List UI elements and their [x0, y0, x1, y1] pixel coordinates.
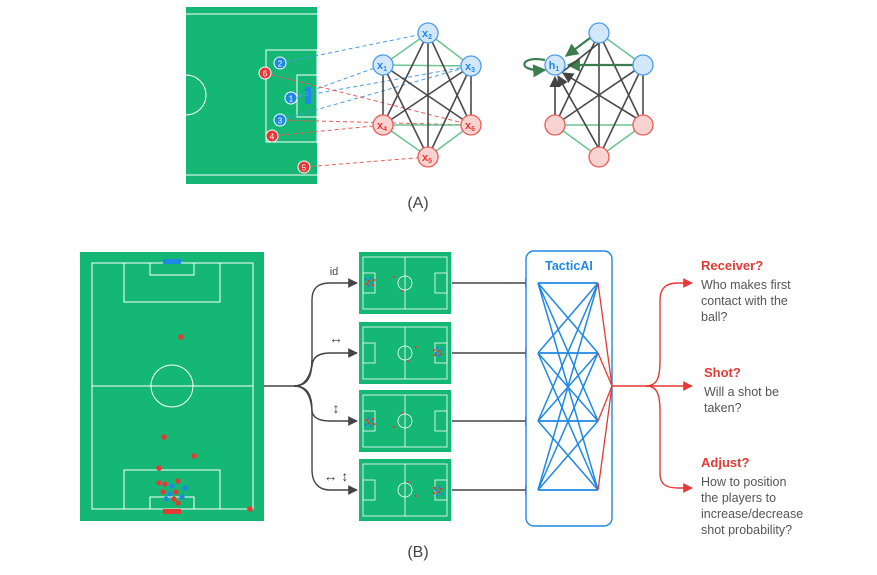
correspondence-lines	[264, 32, 472, 168]
graph-node-x3: x3	[460, 55, 482, 77]
graph-1-nodes: x2 x1 x3 x4 x6 x5	[372, 22, 482, 168]
svg-text:1: 1	[289, 95, 294, 104]
pitch-player-dots	[156, 334, 253, 512]
graph2-node	[632, 54, 654, 76]
network-output-edges	[597, 282, 613, 491]
player-token: 5	[297, 160, 311, 174]
svg-text:3: 3	[278, 117, 283, 126]
transform-label-vertical-flip: ↕	[333, 400, 340, 416]
graph2-node	[588, 146, 610, 168]
graph2-node	[544, 114, 566, 136]
pitch-players: 2 6 1 3 4 5	[258, 56, 311, 174]
transform-label-both-flips: ↔ ↕	[324, 468, 349, 484]
graph-node-h1: h1	[544, 54, 566, 76]
mini-pitch	[359, 322, 451, 384]
graph-node-x6: x6	[460, 114, 482, 136]
mini-pitch	[359, 459, 451, 521]
player-token: 3	[273, 113, 287, 127]
model-name: TacticAI	[545, 259, 593, 273]
question-description: Will a shot be taken?	[704, 385, 780, 415]
graph-2-edges	[523, 32, 644, 158]
panel-a-label: (A)	[407, 195, 428, 212]
mini-pitch	[359, 390, 451, 452]
player-token: 1	[284, 91, 298, 105]
panel-b-label: (B)	[407, 544, 428, 561]
output-branches	[612, 278, 693, 493]
player-token: 6	[258, 66, 272, 80]
svg-text:x2: x2	[422, 28, 432, 41]
svg-text:x3: x3	[465, 61, 475, 74]
transform-labels: id ↔ ↕ ↔ ↕	[324, 266, 349, 484]
svg-text:h1: h1	[549, 60, 560, 73]
svg-text:6: 6	[263, 70, 268, 79]
tacticai-model: TacticAI	[525, 250, 613, 527]
svg-text:x4: x4	[377, 120, 387, 133]
svg-text:x1: x1	[377, 60, 387, 73]
network-edges	[537, 282, 599, 491]
augmented-pitches	[359, 252, 451, 521]
graph-1-edges	[382, 32, 472, 158]
graph-node-x2: x2	[417, 22, 439, 44]
svg-text:x5: x5	[422, 152, 432, 165]
half-pitch	[185, 7, 318, 184]
graph-2-nodes: h1	[544, 22, 654, 168]
question-description: Who makes first contact with the ball?	[701, 278, 791, 324]
graph-node-x4: x4	[372, 114, 394, 136]
full-pitch	[80, 252, 264, 521]
question-description: How to position the players to increase/…	[701, 475, 804, 537]
panel-b: id ↔ ↕ ↔ ↕ TacticAI	[80, 250, 693, 561]
svg-text:4: 4	[270, 133, 275, 142]
question-title: Adjust?	[701, 455, 750, 470]
question-title: Shot?	[704, 365, 741, 380]
svg-text:x6: x6	[465, 120, 475, 133]
svg-text:5: 5	[302, 164, 307, 173]
mini-pitch	[359, 252, 451, 314]
transform-label-identity: id	[330, 266, 339, 278]
graph2-node	[632, 114, 654, 136]
input-arrows	[452, 278, 535, 495]
player-token: 2	[273, 56, 287, 70]
graph2-node	[588, 22, 610, 44]
graph-node-x5: x5	[417, 146, 439, 168]
graph-node-x1: x1	[372, 54, 394, 76]
player-token: 4	[265, 129, 279, 143]
svg-text:2: 2	[278, 60, 283, 69]
panel-a: 2 6 1 3 4 5 x2 x1	[185, 7, 654, 212]
question-title: Receiver?	[701, 258, 764, 273]
transform-branches	[264, 278, 358, 495]
transform-label-horizontal-flip: ↔	[329, 330, 343, 346]
